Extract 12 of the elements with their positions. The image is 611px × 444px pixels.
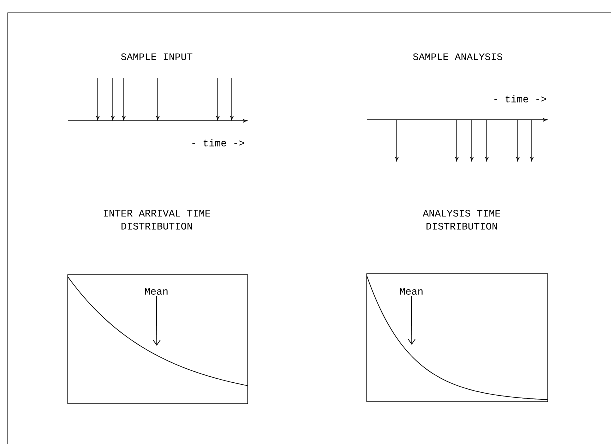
heading: SAMPLE ANALYSIS bbox=[413, 54, 502, 60]
mean-label: Mean bbox=[400, 288, 423, 295]
heading: INTER ARRIVAL TIME DISTRIBUTION bbox=[104, 210, 210, 230]
distribution-plot bbox=[366, 274, 548, 402]
heading: ANALYSIS TIME DISTRIBUTION bbox=[423, 210, 500, 230]
axis-label: - time -> bbox=[494, 95, 546, 103]
axis-label: - time -> bbox=[192, 139, 244, 147]
distribution-plot bbox=[68, 274, 248, 404]
arrow bbox=[153, 296, 161, 346]
mean-label: Mean bbox=[145, 288, 168, 295]
heading: SAMPLE INPUT bbox=[121, 54, 193, 60]
arrow bbox=[408, 296, 416, 345]
